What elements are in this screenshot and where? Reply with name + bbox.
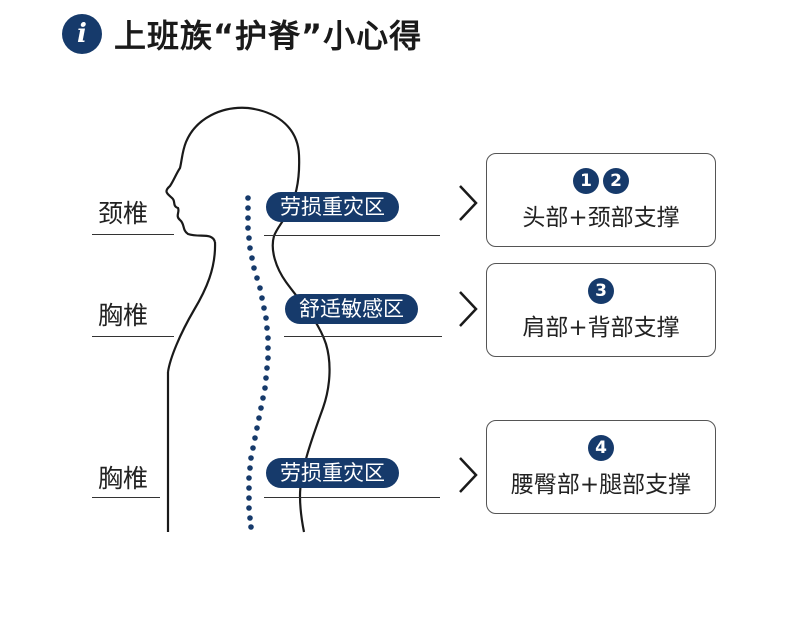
number-badge: 1 [573, 168, 599, 194]
zone-underline [284, 336, 442, 337]
neck-outline [166, 241, 217, 373]
advice-text: 腰臀部+腿部支撑 [510, 472, 692, 498]
info-icon: i [62, 14, 102, 54]
advice-text: 头部+颈部支撑 [522, 205, 680, 231]
zone-pill: 劳损重灾区 [266, 192, 399, 222]
number-badges: 4 [588, 435, 614, 461]
head-outline [165, 106, 331, 533]
label-underline [92, 234, 174, 235]
label-underline [92, 497, 160, 498]
region-label-lower: 胸椎 [98, 464, 149, 493]
number-badge: 4 [588, 435, 614, 461]
chevron-right-icon [459, 185, 478, 221]
zone-underline [264, 497, 440, 498]
advice-box: 4 腰臀部+腿部支撑 [486, 420, 716, 514]
zone-pill: 舒适敏感区 [285, 294, 418, 324]
label-underline [92, 336, 174, 337]
number-badges: 1 2 [573, 168, 629, 194]
number-badges: 3 [588, 278, 614, 304]
zone-underline [264, 235, 440, 236]
advice-text: 肩部+背部支撑 [522, 315, 680, 341]
chevron-right-icon [459, 291, 478, 327]
chevron-right-icon [459, 457, 478, 493]
header: i 上班族“护脊”小心得 [62, 12, 422, 56]
number-badge: 3 [588, 278, 614, 304]
page-title: 上班族“护脊”小心得 [114, 17, 423, 55]
advice-box: 1 2 头部+颈部支撑 [486, 153, 716, 247]
region-label-cervical: 颈椎 [98, 199, 149, 228]
region-label-thoracic: 胸椎 [98, 301, 149, 330]
spine-dots [245, 195, 271, 530]
zone-pill: 劳损重灾区 [266, 458, 399, 488]
number-badge: 2 [603, 168, 629, 194]
advice-box: 3 肩部+背部支撑 [486, 263, 716, 357]
